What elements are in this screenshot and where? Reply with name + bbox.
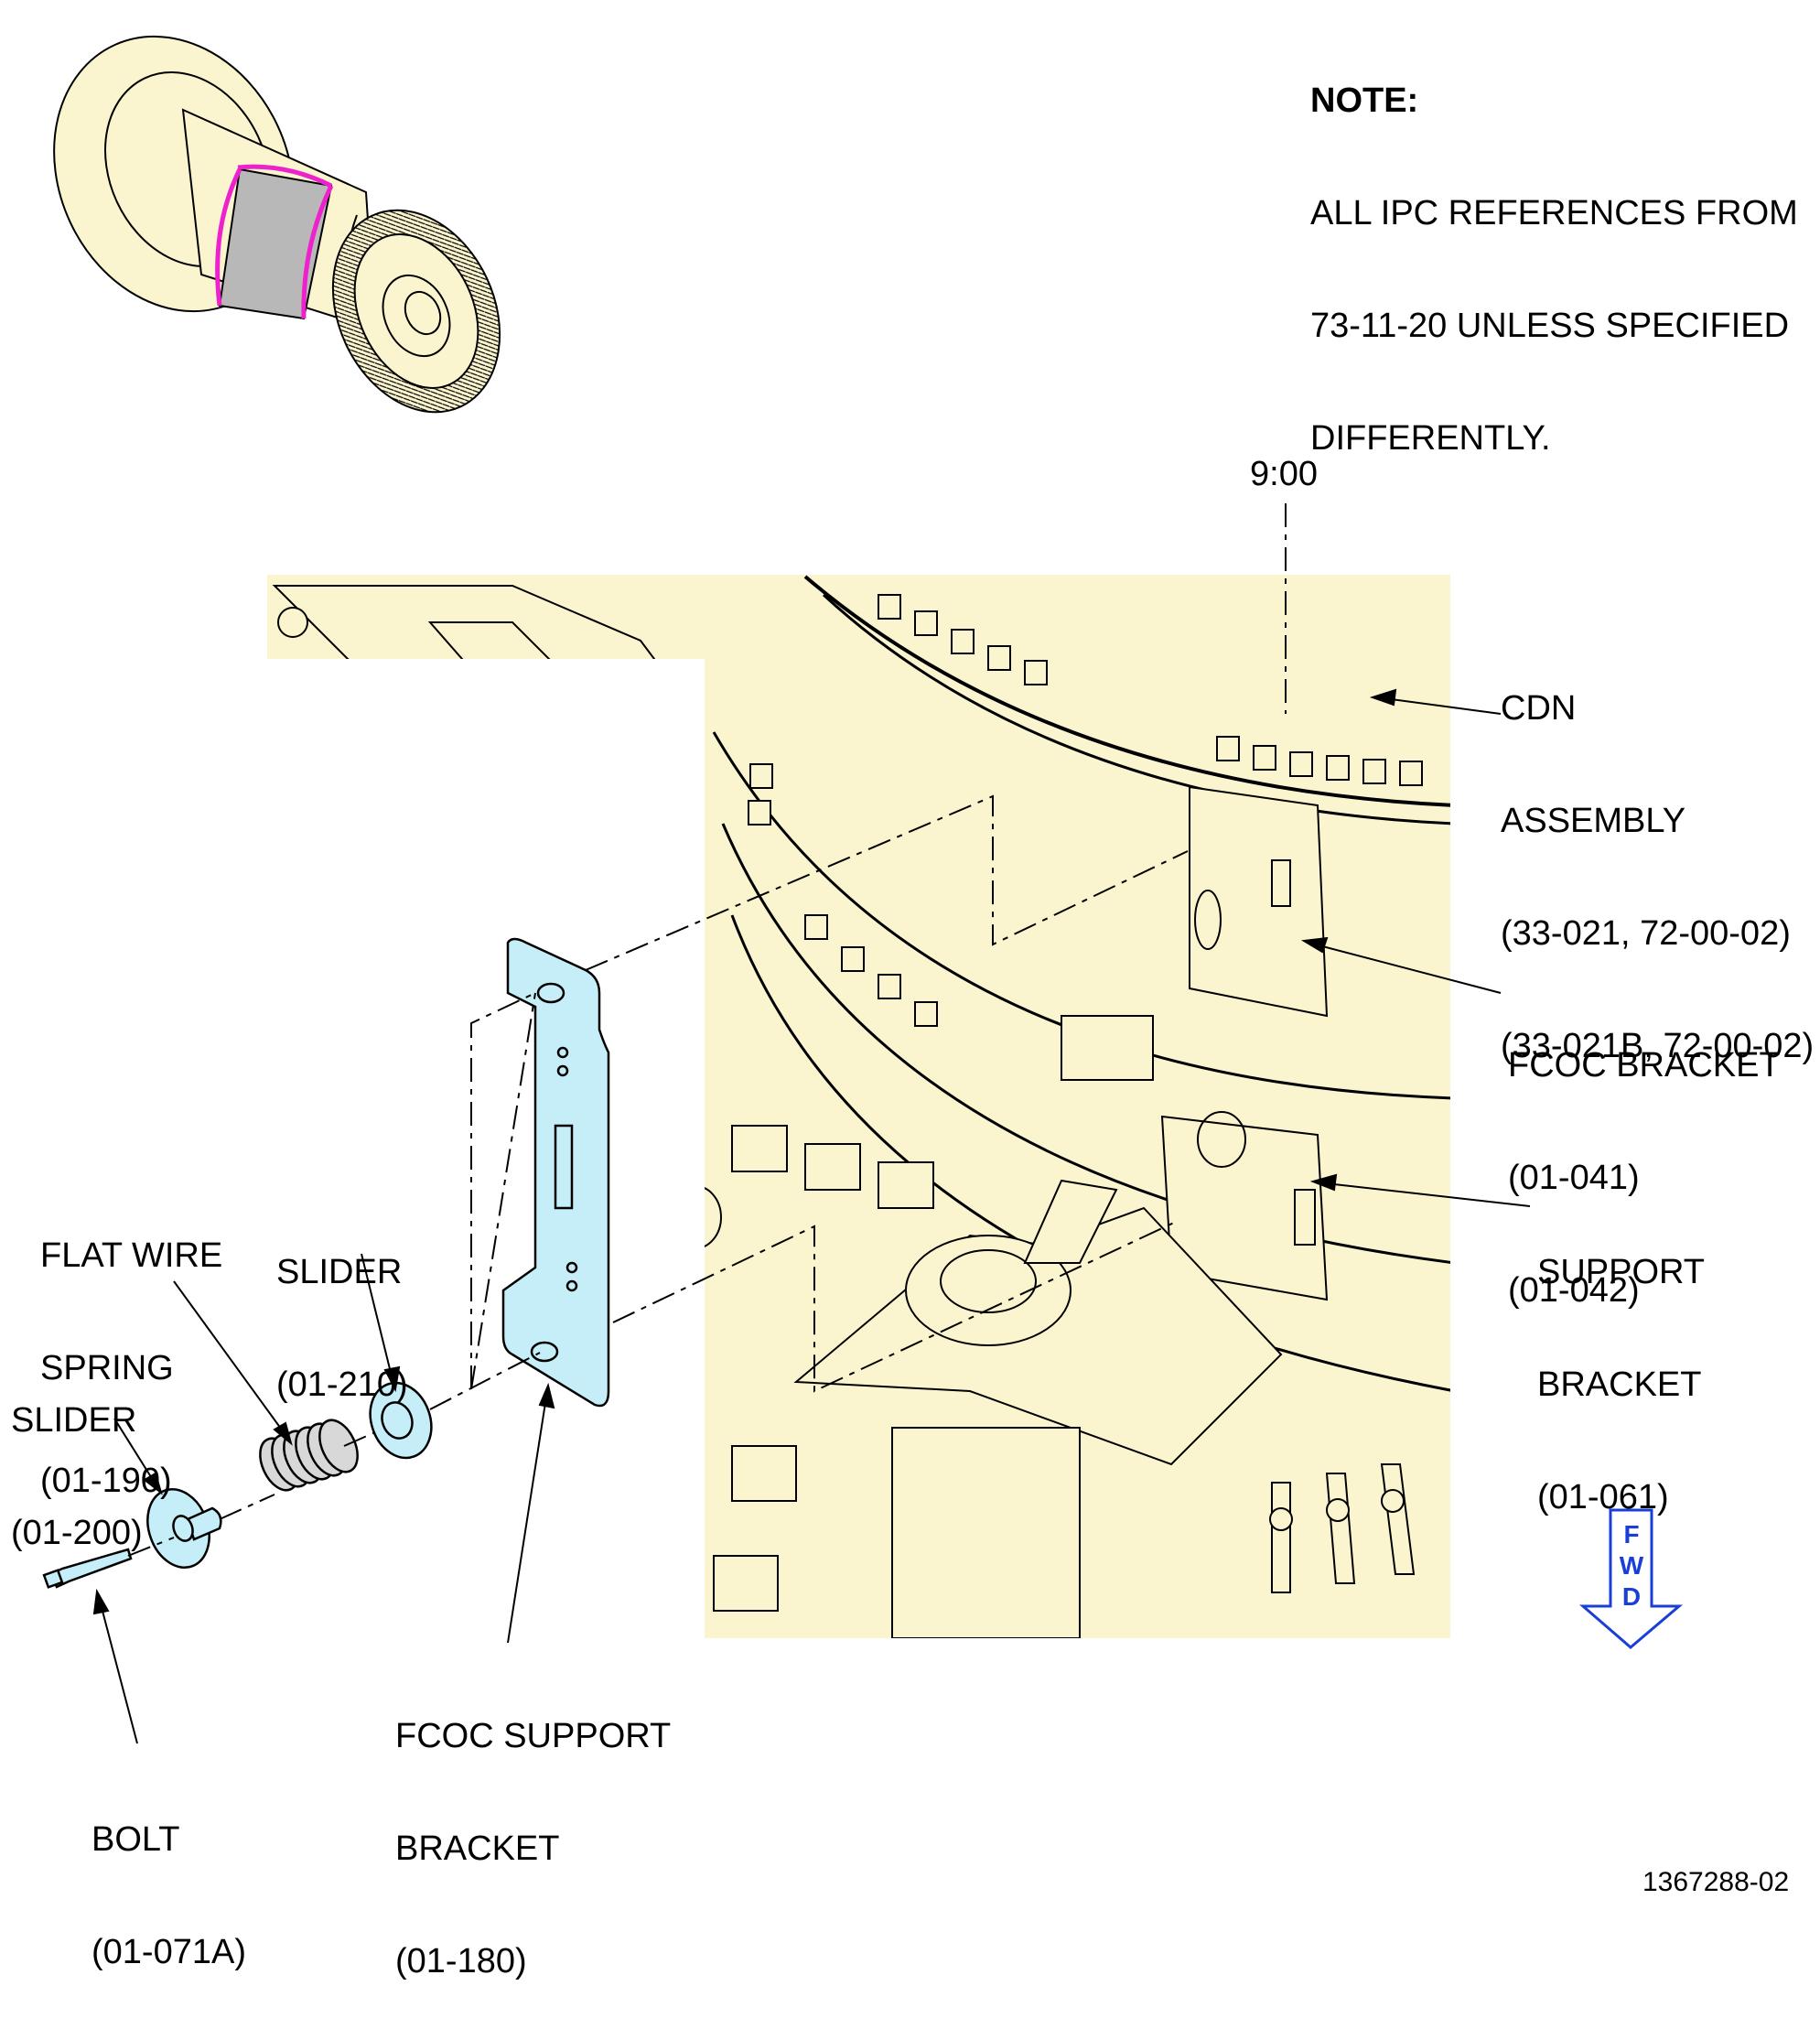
cdn-assembly-ring (803, 575, 1450, 807)
engine-view (267, 575, 1450, 1638)
note-title: NOTE: (1310, 81, 1419, 120)
engine-background (267, 575, 1450, 1638)
callout-support-bracket: SUPPORT BRACKET (01-061) (1537, 1253, 1706, 1516)
callout-fcoc-bracket: FCOC BRACKET (01-041) (01-042) (1508, 1046, 1781, 1310)
note-line: 73-11-20 UNLESS SPECIFIED (1310, 307, 1790, 345)
flat-wire-spring-part (259, 1419, 359, 1492)
leader-lines (92, 688, 1531, 1744)
note-line: DIFFERENTLY. (1310, 419, 1551, 458)
illustration-canvas (42, 35, 1684, 1744)
clock-position-label: 9:00 (1250, 455, 1318, 493)
assembly-centerlines (127, 503, 1287, 1557)
slider-200-part (146, 1487, 222, 1570)
fwd-arrow-icon (1578, 1508, 1684, 1649)
callout-slider-200: SLIDER (01-200) (11, 1401, 143, 1552)
center-shaft (891, 1427, 1081, 1638)
callout-bolt: BOLT (01-071A) (92, 1820, 246, 1971)
note-block: NOTE: ALL IPC REFERENCES FROM 73-11-20 U… (1310, 7, 1798, 495)
note-line: ALL IPC REFERENCES FROM (1310, 194, 1798, 232)
callout-flat-wire-spring: FLAT WIRE SPRING (01-190) (40, 1236, 223, 1500)
drawing-number: 1367288-02 (1642, 1867, 1790, 1897)
bolt-part (42, 1548, 133, 1589)
fcoc-support-bracket-part (501, 937, 610, 1408)
highlight-ring-left (215, 167, 242, 307)
callout-cdn-assembly: CDN ASSEMBLY (33-021, 72-00-02) (33-021B… (1501, 689, 1815, 1065)
fwd-label: F W D (1619, 1520, 1644, 1611)
fcoc-bracket-shape (1189, 785, 1329, 1018)
lower-levers (1269, 1463, 1416, 1593)
callout-fcoc-support-bracket: FCOC SUPPORT BRACKET (01-180) (395, 1717, 672, 1980)
slider-210-part (369, 1381, 433, 1460)
highlight-ring-right (301, 184, 334, 319)
callout-slider-210: SLIDER (01-210) (276, 1253, 408, 1404)
detail-spool-view (53, 35, 501, 414)
support-bracket-shape (1160, 1115, 1329, 1301)
ring-bolt-studs (748, 594, 1423, 1027)
